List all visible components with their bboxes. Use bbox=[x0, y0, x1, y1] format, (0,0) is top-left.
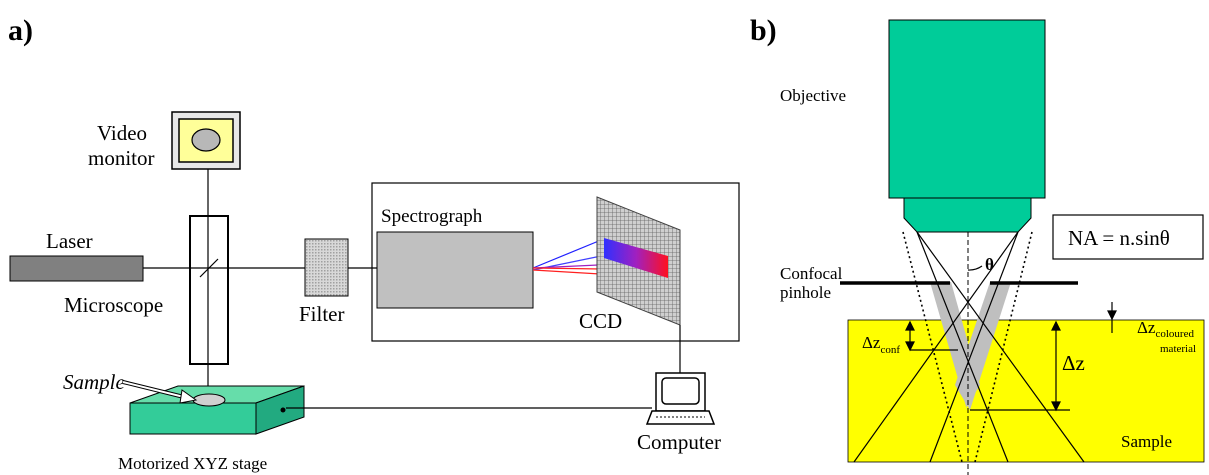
video-monitor-label-2: monitor bbox=[88, 146, 155, 170]
dz-coloured-label: Δzcoloured bbox=[1137, 318, 1194, 340]
panel-b-label: b) bbox=[750, 14, 777, 47]
objective-label: Objective bbox=[780, 86, 846, 105]
filter-label: Filter bbox=[299, 302, 345, 326]
laser-label: Laser bbox=[46, 229, 93, 253]
objective-tip bbox=[903, 197, 1032, 233]
rays bbox=[853, 231, 1085, 463]
cone-right bbox=[955, 282, 1011, 410]
sample-arrow bbox=[122, 380, 198, 404]
theta-arc bbox=[967, 265, 983, 271]
sample-label-a: Sample bbox=[63, 370, 125, 394]
spectrograph-enclosure bbox=[371, 182, 740, 342]
dz-marker bbox=[970, 320, 1070, 412]
computer-icon bbox=[645, 372, 716, 425]
video-monitor-label-1: Video bbox=[97, 121, 147, 145]
dz-coloured-marker bbox=[1107, 302, 1117, 333]
pinhole-label-2: pinhole bbox=[780, 283, 831, 302]
spectrum-band bbox=[604, 238, 668, 278]
motorized-stage bbox=[129, 385, 305, 435]
theta-label: θ bbox=[985, 255, 994, 274]
dz-conf-marker bbox=[905, 320, 958, 352]
ccd-label: CCD bbox=[579, 309, 622, 333]
video-monitor bbox=[171, 111, 241, 170]
stage-label: Motorized XYZ stage bbox=[118, 454, 267, 473]
na-formula: NA = n.sinθ bbox=[1068, 226, 1170, 250]
laser-body bbox=[9, 255, 144, 282]
pinhole-label-1: Confocal bbox=[780, 264, 843, 283]
sample-label-b: Sample bbox=[1121, 432, 1172, 451]
panel-a-label: a) bbox=[8, 14, 33, 47]
spectrograph-label: Spectrograph bbox=[381, 206, 483, 227]
microscope-body bbox=[189, 215, 229, 365]
dz-conf-label: Δzconf bbox=[862, 333, 900, 356]
dz-label: Δz bbox=[1062, 351, 1085, 375]
computer-label: Computer bbox=[637, 430, 721, 454]
filter-body bbox=[304, 238, 349, 297]
microscope-label: Microscope bbox=[64, 293, 163, 317]
spectrograph-body bbox=[376, 231, 534, 309]
objective-body bbox=[888, 19, 1046, 199]
dz-coloured-sub2: material bbox=[1160, 343, 1196, 355]
na-box bbox=[1052, 214, 1204, 260]
